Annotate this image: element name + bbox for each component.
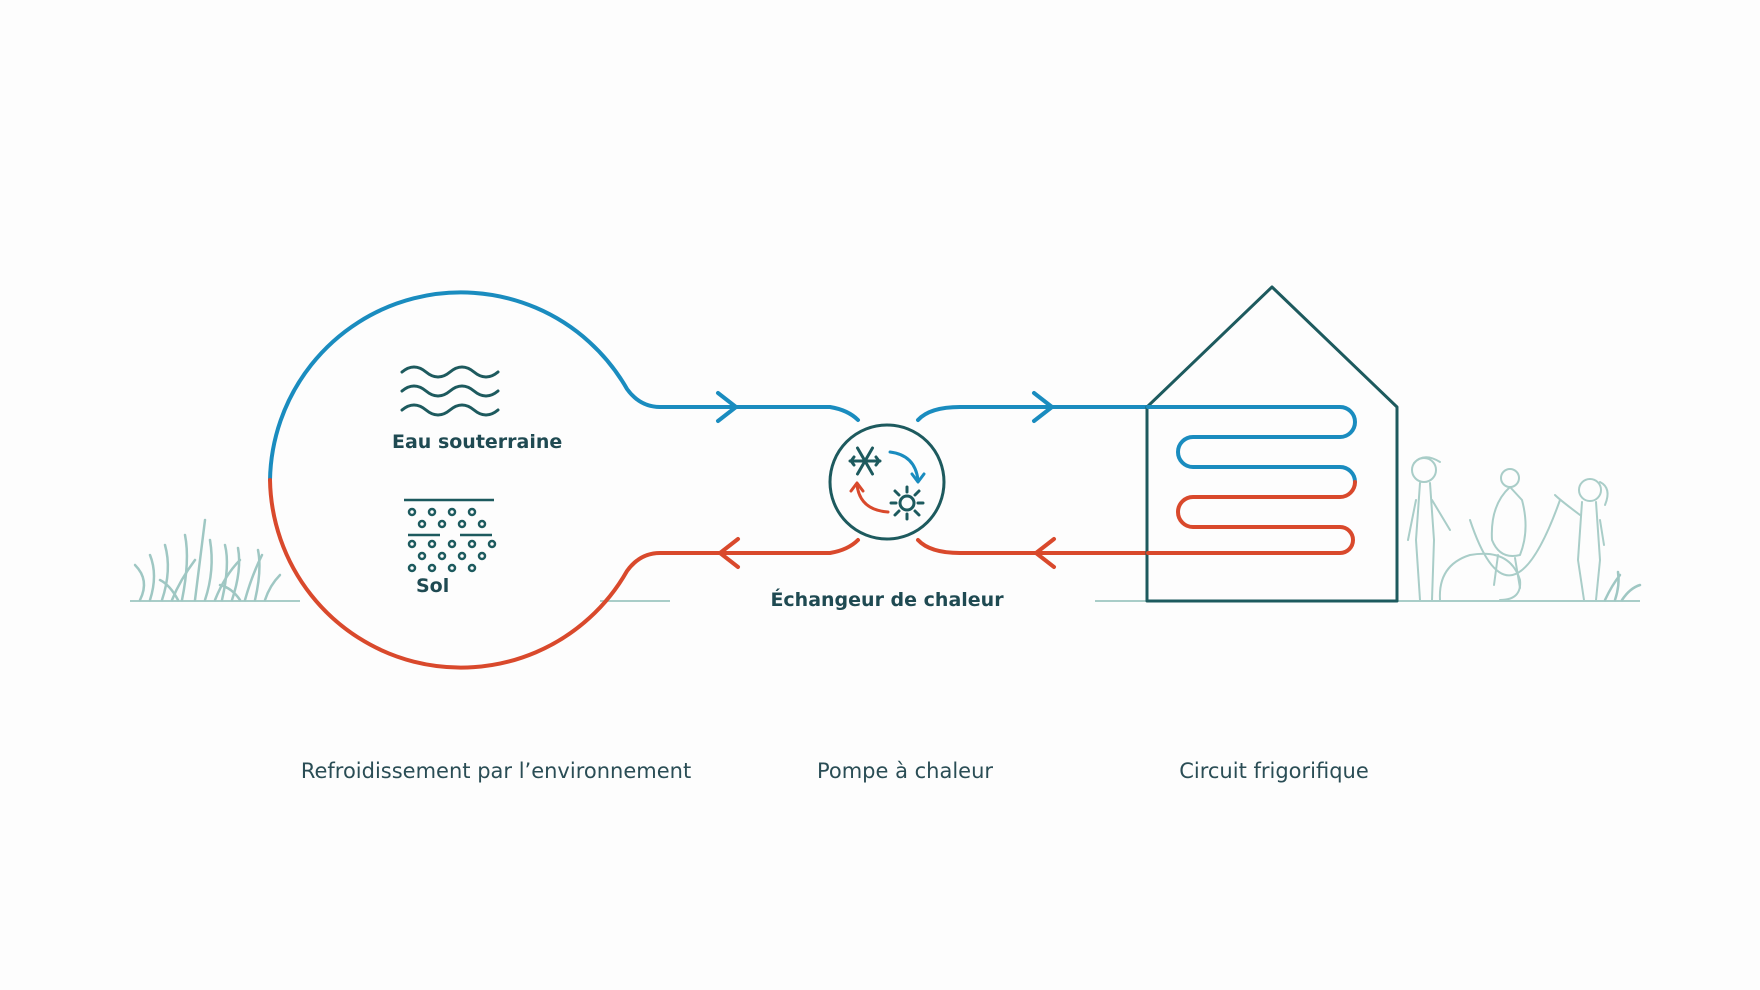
loop-cold-segment [268, 290, 860, 482]
people-silhouette-icon [1407, 456, 1609, 601]
cycle-arrows-icon [849, 450, 926, 514]
arrow-left-icon [718, 537, 740, 569]
arrow-right-icon [1032, 391, 1054, 423]
soil-label: Sol [416, 575, 449, 597]
arrow-right-icon [716, 391, 738, 423]
water-waves-icon [400, 365, 500, 417]
exchanger-label: Échangeur de chaleur [770, 588, 1004, 611]
arrow-icons-left [716, 391, 740, 569]
arrow-left-icon [1034, 537, 1056, 569]
groundwater-label: Eau souterraine [392, 431, 562, 453]
heat-exchanger [828, 423, 946, 541]
house-icon [1145, 285, 1399, 603]
loop-warm-segment [268, 478, 860, 670]
coil-warm [1146, 480, 1357, 555]
coil-cold [1146, 405, 1357, 484]
soil-icon [404, 498, 497, 573]
snowflake-icon [848, 446, 882, 476]
building-pipes [916, 405, 1150, 555]
caption-heat-pump: Pompe à chaleur [817, 759, 993, 783]
grass-icon [133, 518, 282, 602]
caption-environment: Refroidissement par l’environnement [301, 759, 691, 783]
grass-small-icon [1603, 570, 1642, 602]
sun-icon [889, 485, 925, 521]
environment-loop [268, 290, 860, 670]
floor-coil [1146, 405, 1357, 555]
caption-refrigeration: Circuit frigorifique [1179, 759, 1369, 783]
arrow-icons-right [1032, 391, 1056, 569]
